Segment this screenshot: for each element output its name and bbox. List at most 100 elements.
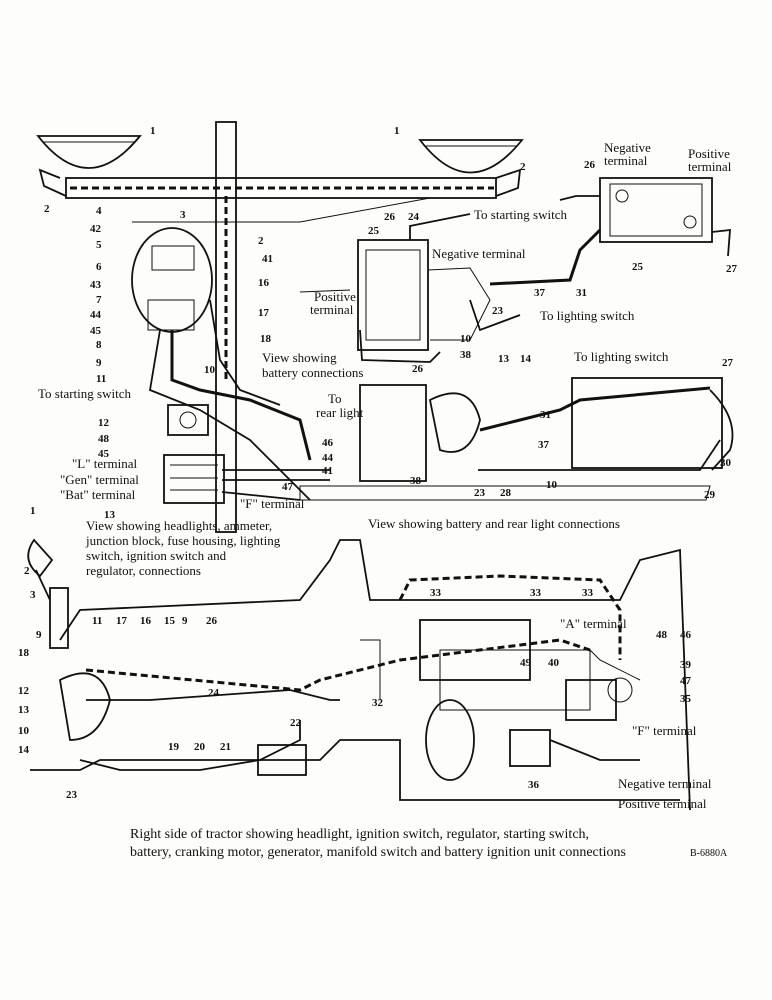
harness-main [85, 638, 591, 692]
callout: 5 [96, 239, 102, 251]
tractor-side-view: "A" terminal "F" terminal Negative termi… [18, 505, 728, 860]
to-lighting-switch-1: To lighting switch [540, 308, 635, 323]
callout: 28 [500, 487, 512, 499]
regulator-box [163, 454, 225, 504]
ammeter-oval [131, 227, 213, 333]
top-left-caption-4: regulator, connections [86, 563, 201, 578]
f-terminal-label: "F" terminal [240, 496, 305, 511]
figure-code: B-6880A [690, 848, 728, 859]
battery-cells [609, 183, 703, 237]
battery-box-inner [365, 249, 421, 341]
callout: 13 [104, 509, 116, 521]
fuse [179, 411, 197, 429]
cable-27-rear [709, 389, 734, 471]
callout: 41 [322, 465, 333, 477]
cable-31 [489, 228, 602, 286]
a-terminal-label: "A" terminal [560, 616, 627, 631]
callout: 48 [656, 629, 668, 641]
neg-post [615, 189, 629, 203]
gen-terminal-label: "Gen" terminal [60, 472, 139, 487]
callout: 15 [164, 615, 176, 627]
callout: 33 [582, 587, 594, 599]
left-headlight [36, 135, 142, 169]
callout: 39 [680, 659, 692, 671]
callout: 22 [290, 717, 302, 729]
battery-cable [79, 720, 301, 771]
callout: 10 [18, 725, 30, 737]
headlight-lead [35, 569, 51, 601]
callout: 18 [18, 647, 30, 659]
starting-lead [409, 213, 471, 240]
callout: 20 [194, 741, 206, 753]
callout: 1 [30, 505, 36, 517]
regulator-terminals [170, 464, 218, 491]
positive-terminal-top-2: terminal [688, 159, 732, 174]
callout: 42 [90, 223, 102, 235]
callout: 10 [204, 364, 216, 376]
right-lead [495, 168, 522, 197]
wire-24 [86, 689, 340, 701]
callout: 6 [96, 261, 102, 273]
callout: 3 [180, 209, 186, 221]
harness-wire-2 [148, 329, 311, 501]
callout: 13 [498, 353, 510, 365]
ammeter [151, 245, 195, 271]
callout: 43 [90, 279, 102, 291]
top-left-caption-1: View showing headlights, ammeter, [86, 518, 272, 533]
bottom-caption-1: Right side of tractor showing headlight,… [130, 827, 589, 842]
callout: 45 [98, 448, 110, 460]
callout: 31 [576, 287, 587, 299]
callout: 41 [262, 253, 273, 265]
cable-27 [711, 228, 731, 257]
callout: 3 [30, 589, 36, 601]
callout: 2 [520, 161, 526, 173]
to-rear-light-label-1: To [328, 391, 342, 406]
neg-cable [559, 195, 600, 201]
callout: 4 [96, 205, 102, 217]
positive-terminal-1: Positive [314, 289, 356, 304]
callout: 38 [460, 349, 472, 361]
callout: 11 [92, 615, 102, 627]
callout: 17 [258, 307, 270, 319]
callout: 14 [520, 353, 532, 365]
callout: 40 [548, 657, 560, 669]
callout: 27 [722, 357, 734, 369]
callout: 47 [282, 481, 294, 493]
cable-rear-10 [478, 439, 721, 471]
f-terminal-label-bottom: "F" terminal [632, 723, 697, 738]
to-lighting-switch-2: To lighting switch [574, 349, 669, 364]
callout: 44 [90, 309, 102, 321]
l-terminal-label: "L" terminal [72, 456, 138, 471]
rear-light-housing [428, 392, 481, 453]
to-starting-switch-right: To starting switch [474, 207, 567, 222]
callout: 1 [394, 125, 400, 137]
callout: 12 [98, 417, 110, 429]
callout: 26 [412, 363, 424, 375]
callout: 36 [528, 779, 540, 791]
negative-terminal-top-1: Negative [604, 140, 651, 155]
callout: 48 [98, 433, 110, 445]
callout: 24 [408, 211, 420, 223]
callout: 12 [18, 685, 30, 697]
regulator-leads [221, 469, 330, 501]
top-left-view: To starting switch To rear light "L" ter… [36, 121, 526, 578]
callout: 2 [258, 235, 264, 247]
tool-box [359, 384, 427, 482]
battery-caption-1: View showing [262, 350, 337, 365]
top-left-caption-2: junction block, fuse housing, lighting [85, 533, 281, 548]
callout: 18 [260, 333, 272, 345]
callout: 19 [168, 741, 180, 753]
positive-lead [359, 329, 441, 363]
frame-line [132, 197, 431, 223]
callout: 26 [584, 159, 596, 171]
harness-top [398, 574, 622, 660]
bottom-caption-2: battery, cranking motor, generator, mani… [130, 845, 626, 860]
callout: 46 [680, 629, 692, 641]
to-starting-switch-label: To starting switch [38, 386, 131, 401]
battery-caption-2: battery connections [262, 365, 363, 380]
negative-terminal-top-2: terminal [604, 153, 648, 168]
fender [571, 377, 723, 469]
junction-block [147, 299, 195, 331]
